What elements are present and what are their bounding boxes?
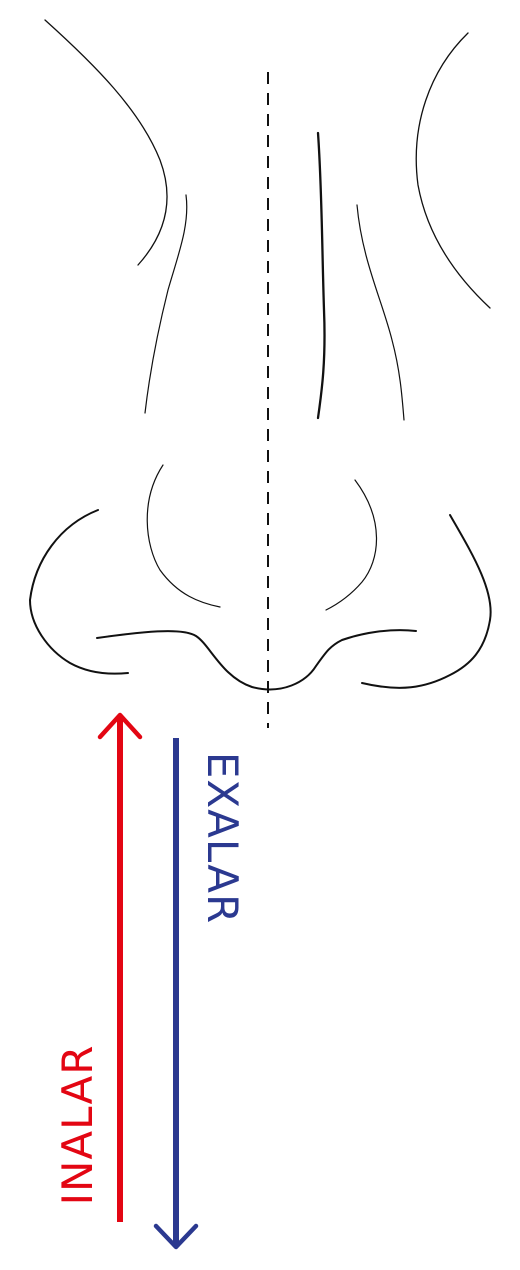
- left-brow-curve: [44, 19, 168, 266]
- inhale-arrow: [97, 712, 143, 1222]
- left-bridge-line: [144, 194, 188, 414]
- nose-tip-underside: [96, 629, 417, 691]
- exhale-arrow: [153, 738, 199, 1250]
- right-nostril-wing-inner: [325, 479, 378, 611]
- right-bridge-line: [356, 204, 405, 421]
- left-nose-wing-outer: [29, 509, 129, 675]
- right-nose-wing-outer: [361, 514, 492, 689]
- nose-drawing: [29, 19, 492, 691]
- left-nostril-wing-inner: [146, 464, 221, 608]
- right-brow-curve: [415, 32, 491, 309]
- exhale-label: EXALAR: [198, 751, 247, 925]
- inhale-label: INALAR: [53, 1044, 102, 1206]
- right-bridge-shadow-line: [316, 131, 326, 420]
